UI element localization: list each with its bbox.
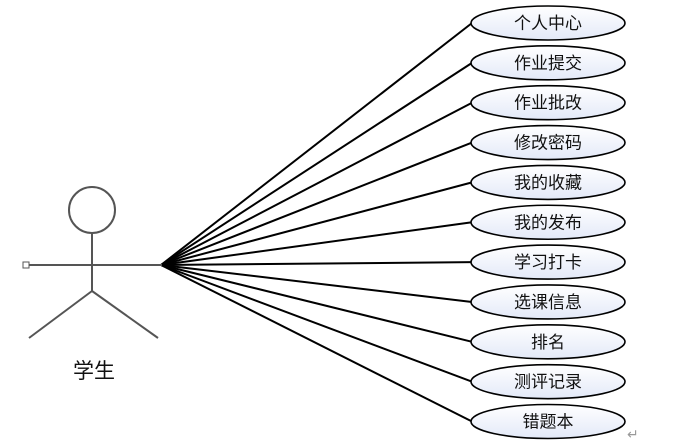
use-case-ellipse: [470, 164, 626, 201]
use-case[interactable]: 作业批改: [470, 84, 626, 121]
use-case-label: 作业提交: [514, 54, 582, 74]
actor-head: [68, 186, 116, 234]
association-line: [160, 264, 473, 343]
use-case-ellipse: [470, 323, 626, 360]
association-line: [160, 141, 473, 266]
association-line: [160, 22, 473, 266]
association-line: [160, 264, 473, 423]
use-case-label: 作业批改: [514, 94, 582, 114]
return-mark-icon: ↵: [627, 427, 639, 443]
use-case-ellipse: [470, 124, 626, 161]
use-case-label: 测评记录: [514, 373, 582, 393]
use-case-label: 排名: [531, 333, 565, 353]
use-case-ellipse: [470, 204, 626, 241]
use-case[interactable]: 我的收藏: [470, 164, 626, 201]
use-case-label: 学习打卡: [514, 253, 582, 273]
use-case-label: 个人中心: [514, 14, 582, 34]
use-case-label: 错题本: [523, 413, 574, 433]
association-line: [160, 264, 473, 303]
use-case[interactable]: 学习打卡: [470, 244, 626, 280]
association-line: [160, 181, 473, 266]
association-line: [160, 101, 473, 266]
actor-right-leg: [91, 290, 159, 339]
use-case-ellipse: [470, 84, 626, 121]
association-line: [160, 221, 473, 266]
use-case[interactable]: 修改密码: [470, 124, 626, 161]
use-case[interactable]: 个人中心: [470, 5, 626, 41]
use-case[interactable]: 排名: [470, 323, 626, 360]
use-case-label: 选课信息: [514, 293, 582, 313]
use-case-label: 我的收藏: [514, 173, 582, 193]
use-case-ellipse: [470, 244, 626, 280]
association-line: [160, 261, 473, 266]
use-case-ellipse: [470, 45, 626, 81]
use-case-ellipse: [470, 403, 626, 440]
association-line: [160, 62, 473, 266]
actor-left-leg: [28, 290, 93, 339]
use-case-label: 修改密码: [514, 134, 582, 154]
use-case-label: 我的发布: [514, 213, 582, 233]
use-case[interactable]: 作业提交: [470, 45, 626, 81]
actor-label: 学生: [73, 359, 115, 383]
use-case-ellipse: [470, 5, 626, 41]
use-case-ellipse: [470, 363, 626, 400]
association-line: [160, 264, 473, 383]
use-case[interactable]: 选课信息: [470, 284, 626, 320]
use-case[interactable]: 我的发布: [470, 204, 626, 241]
association-lines: [160, 22, 473, 423]
use-case[interactable]: 测评记录: [470, 363, 626, 400]
actor-arm-handle: [22, 261, 30, 269]
actor-student[interactable]: 学生: [22, 186, 162, 383]
use-case-ellipse: [470, 284, 626, 320]
use-case-list: 个人中心作业提交作业批改修改密码我的收藏我的发布学习打卡选课信息排名测评记录错题…: [470, 5, 626, 440]
use-case[interactable]: 错题本: [470, 403, 626, 440]
